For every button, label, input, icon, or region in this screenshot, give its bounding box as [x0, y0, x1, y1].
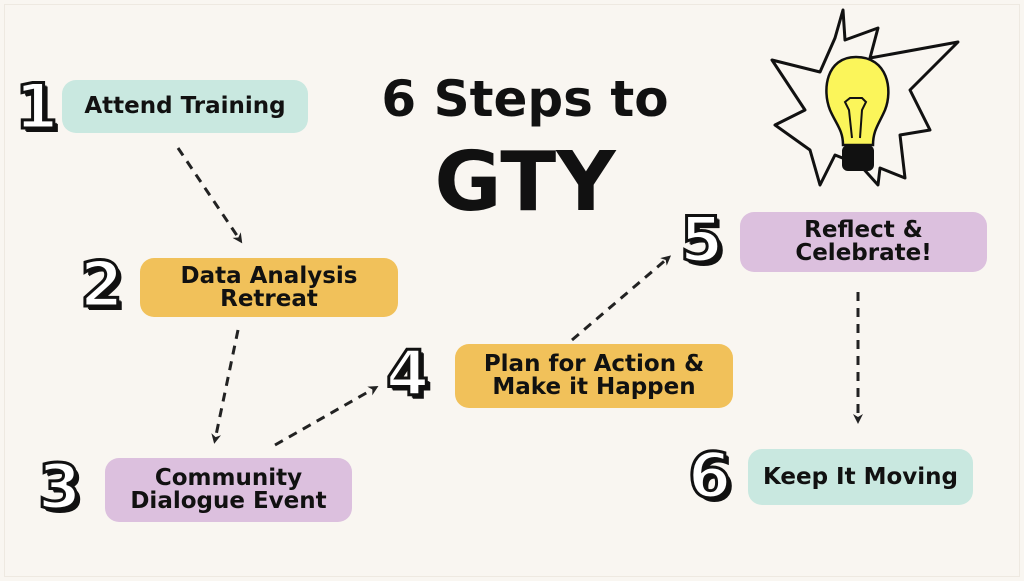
frame — [4, 4, 1020, 577]
step-number-2: 2 — [78, 248, 124, 321]
step-3-label: Community Dialogue Event — [130, 465, 327, 514]
step-2-box: Data Analysis Retreat — [140, 258, 398, 317]
step-4-label: Plan for Action & Make it Happen — [483, 351, 705, 400]
step-5-label: Reflect & Celebrate! — [795, 217, 932, 266]
step-5-box: Reflect & Celebrate! — [740, 212, 987, 272]
step-3-box: Community Dialogue Event — [105, 458, 352, 522]
step-number-6: 6 — [686, 439, 732, 512]
arrow-3-to-4 — [274, 386, 379, 447]
step-1-box: Attend Training — [62, 80, 308, 133]
title-line-1: 6 Steps to — [381, 70, 669, 128]
step-2-label: Data Analysis Retreat — [180, 262, 358, 312]
step-number-5: 5 — [678, 203, 724, 276]
step-number-3: 3 — [36, 450, 82, 523]
title-line-2: GTY — [434, 135, 616, 230]
arrow-1-to-2 — [176, 147, 243, 244]
step-4-box: Plan for Action & Make it Happen — [455, 344, 733, 408]
step-number-1: 1 — [13, 70, 59, 143]
step-6-box: Keep It Moving — [748, 449, 973, 505]
step-1-label: Attend Training — [84, 93, 286, 119]
step-number-4: 4 — [384, 337, 430, 410]
arrow-4-to-5 — [571, 255, 672, 342]
lightbulb-icon — [770, 8, 960, 187]
arrow-2-to-3 — [211, 329, 240, 444]
step-6-label: Keep It Moving — [762, 463, 959, 490]
